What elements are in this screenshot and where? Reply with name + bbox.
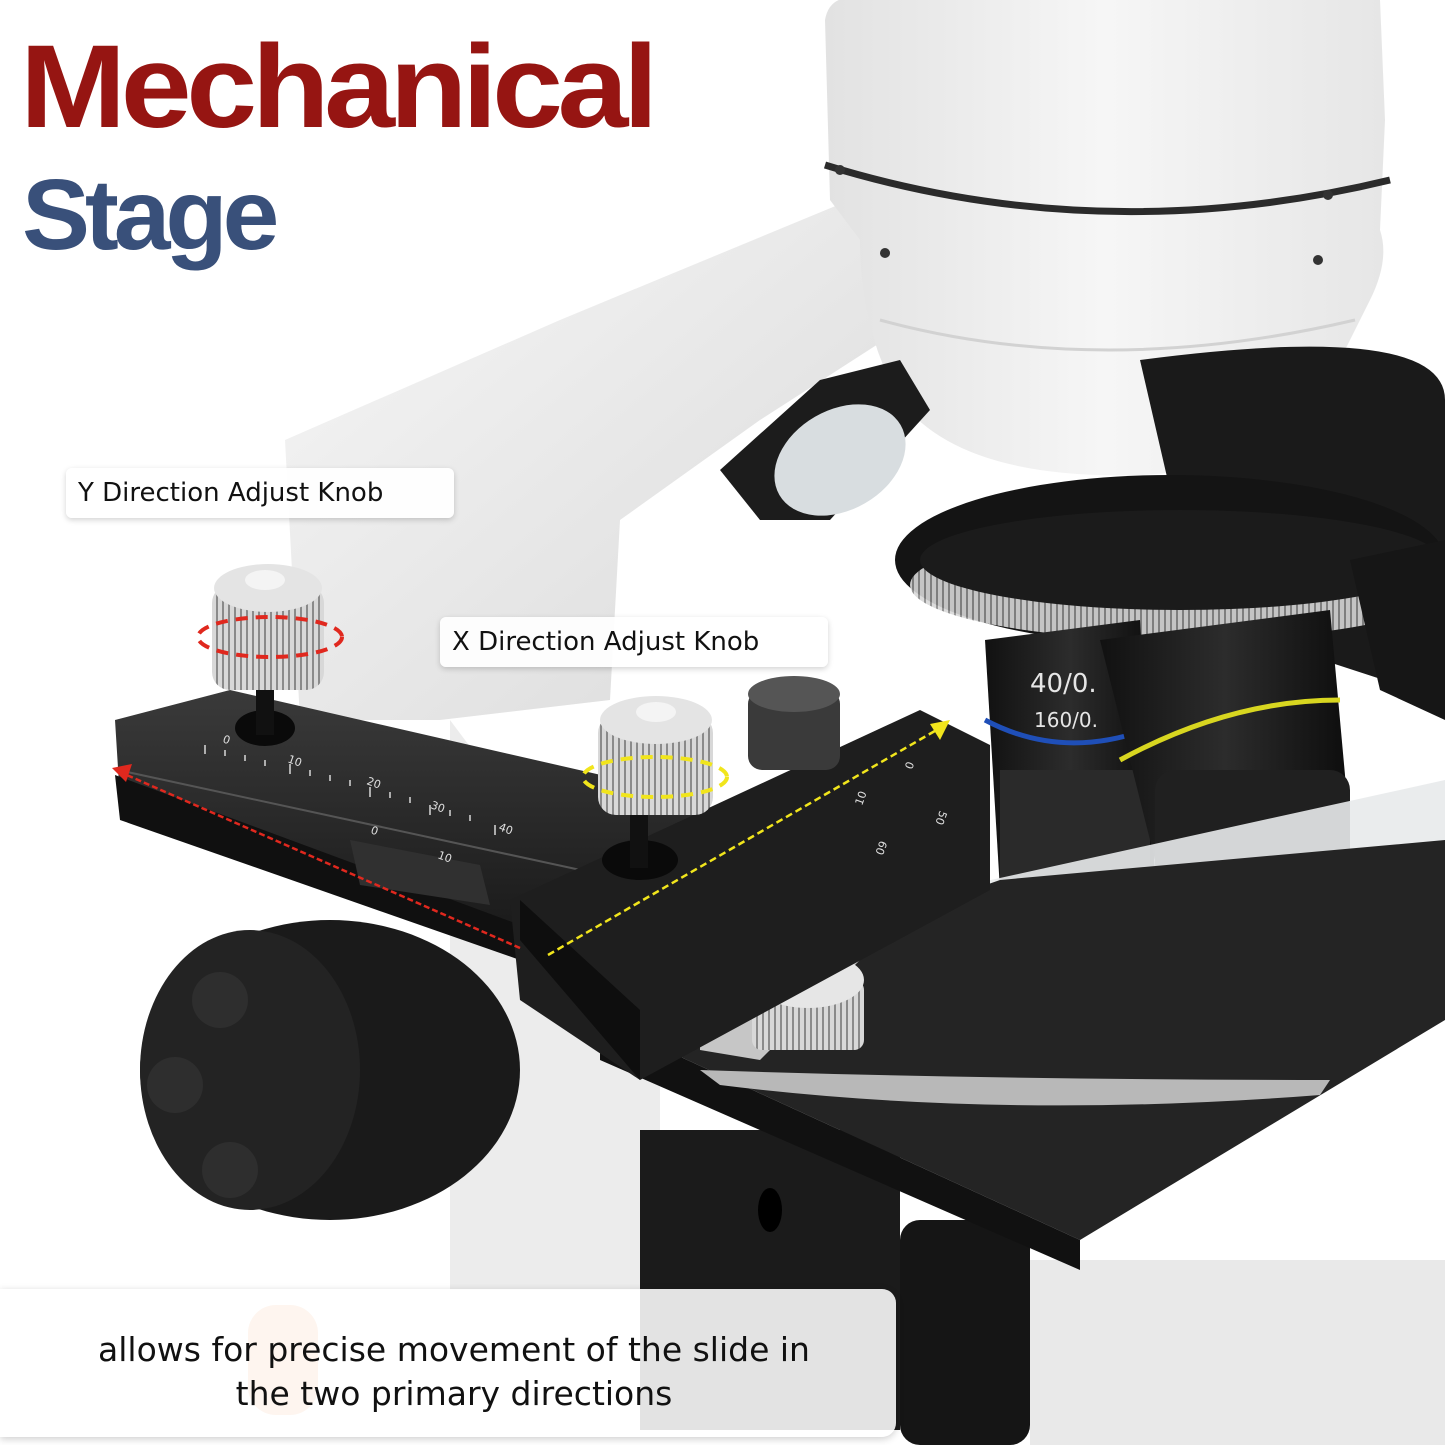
caption-box — [0, 1289, 896, 1437]
caption-text: allows for precise movement of the slide… — [0, 1328, 908, 1416]
x-vernier-60: 60 — [872, 839, 889, 857]
caption-line-2: the two primary directions — [235, 1374, 673, 1413]
x-direction-knob[interactable] — [581, 696, 729, 815]
objective-label-2: 160/0. — [1034, 708, 1098, 732]
y-vernier-0: 0 — [369, 824, 380, 839]
y-direction-knob[interactable] — [196, 564, 344, 690]
headline-stage: Stage — [22, 159, 279, 271]
x-direction-arrow — [547, 720, 950, 957]
caption-line-1: allows for precise movement of the slide… — [98, 1330, 810, 1369]
x-vernier-50: 50 — [932, 809, 949, 827]
headline-mechanical: Mechanical — [20, 21, 658, 153]
y-scale-tick-20: 20 — [365, 775, 383, 792]
y-scale-tick-0: 0 — [221, 733, 232, 748]
y-knob-callout: Y Direction Adjust Knob — [66, 468, 454, 518]
x-scale-tick-10: 10 — [853, 789, 870, 807]
y-scale — [204, 745, 496, 835]
y-direction-arrow — [112, 764, 521, 950]
y-scale-tick-30: 30 — [429, 799, 447, 816]
y-scale-tick-10: 10 — [286, 753, 304, 770]
y-scale-tick-40: 40 — [497, 821, 515, 838]
x-knob-callout: X Direction Adjust Knob — [440, 617, 828, 667]
x-scale-tick-0: 0 — [903, 760, 918, 771]
objective-label-1: 40/0. — [1030, 669, 1097, 699]
y-vernier-10: 10 — [436, 849, 454, 866]
